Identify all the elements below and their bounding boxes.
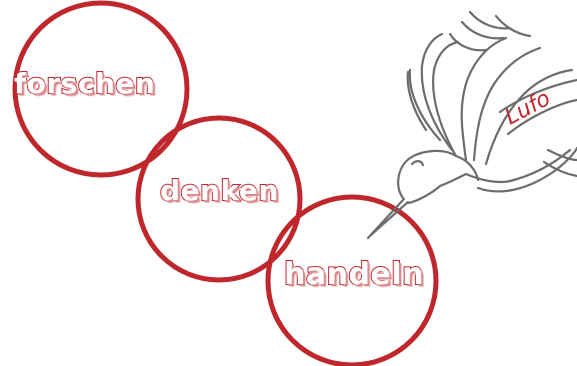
word-handeln: handeln (284, 260, 424, 290)
banner-text: Lufo (501, 86, 555, 130)
hummingbird-sketch-icon (368, 12, 577, 238)
word-denken: denken (160, 177, 279, 205)
word-forschen: forschen (14, 70, 155, 98)
